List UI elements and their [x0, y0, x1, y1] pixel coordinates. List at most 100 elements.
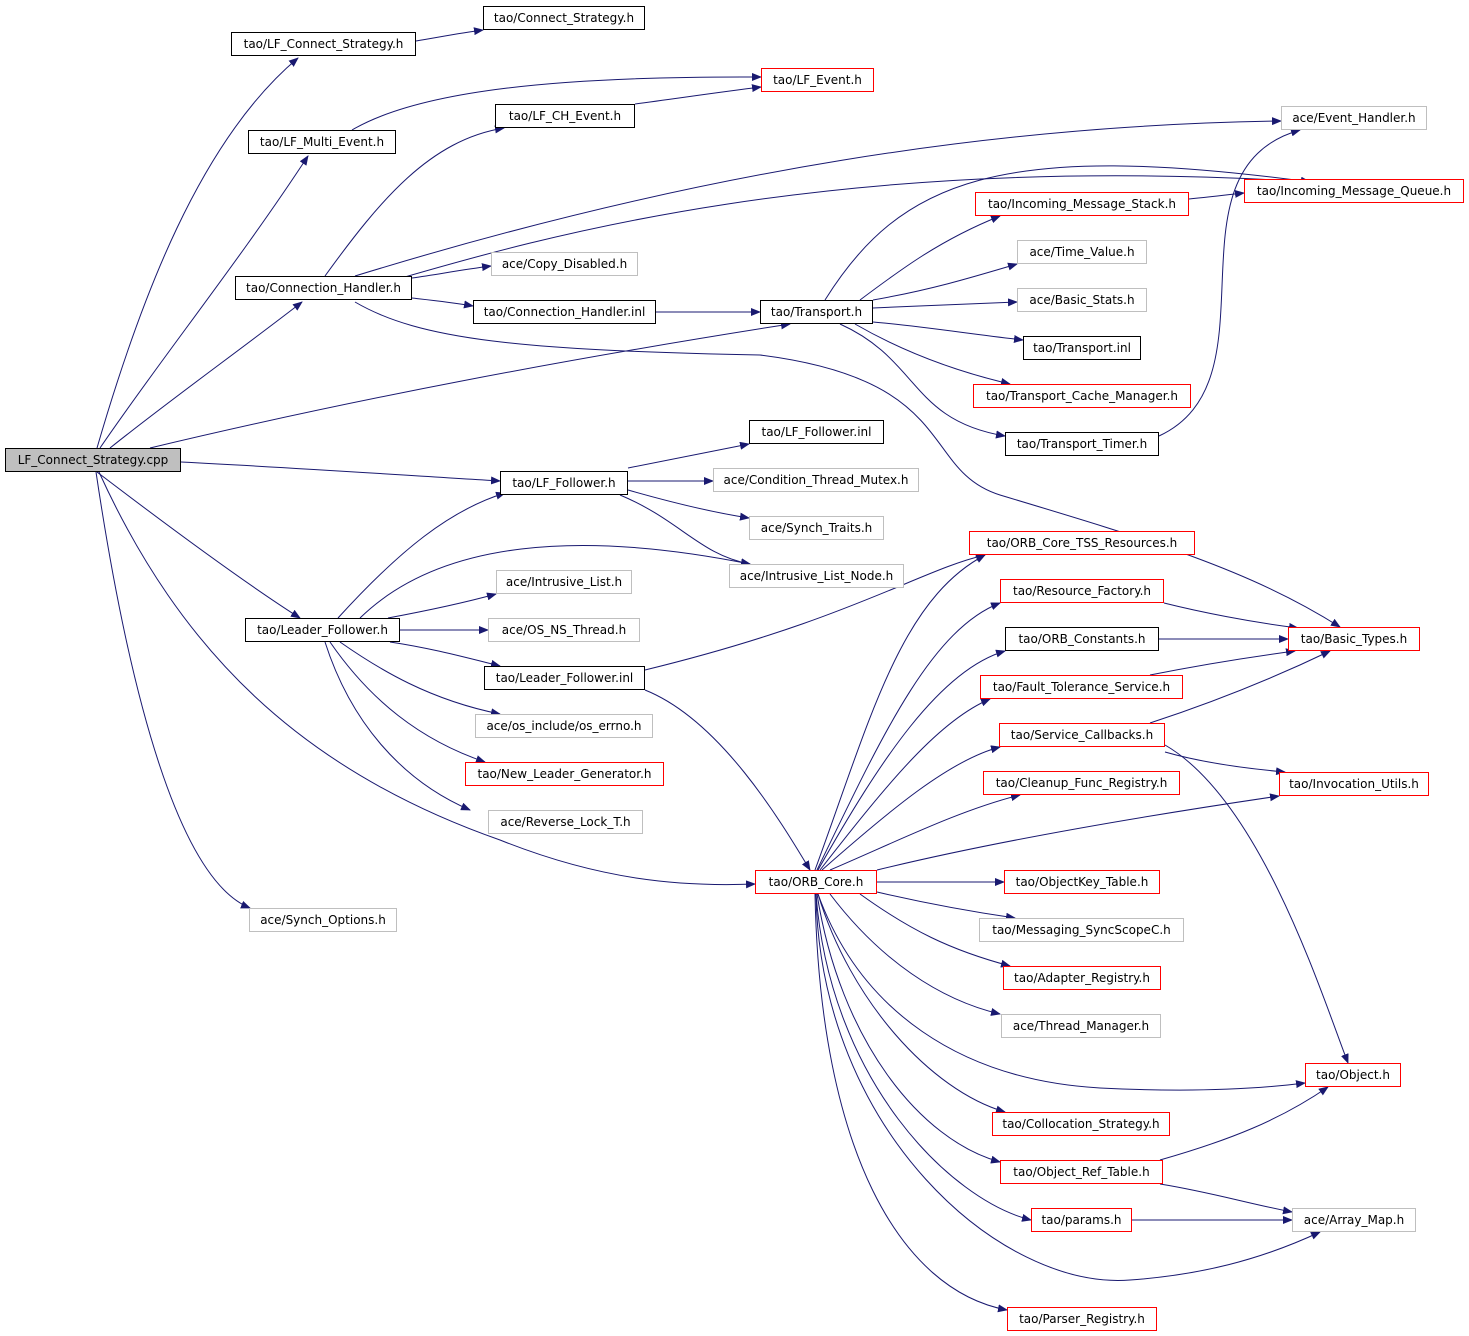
edge-orb-core-to-parser-registry: [814, 893, 1008, 1313]
edge-transport-timer-to-event-handler: [1158, 128, 1301, 437]
node-incoming-message-queue-h[interactable]: tao/Incoming_Message_Queue.h: [1244, 179, 1464, 203]
node-intrusive-list-node-h[interactable]: ace/Intrusive_List_Node.h: [729, 564, 904, 588]
node-lf-connect-strategy-cpp[interactable]: LF_Connect_Strategy.cpp: [5, 448, 181, 472]
edge-orb-core-to-adapter-registry: [859, 893, 1011, 968]
edge-orb-core-to-cleanup-func-registry: [829, 793, 1021, 871]
edge-connection-handler-to-basic-types: [354, 301, 1341, 628]
edge-connection-handler-to-copy-disabled: [411, 263, 492, 279]
node-resource-factory-h[interactable]: tao/Resource_Factory.h: [1000, 579, 1164, 603]
node-cleanup-func-registry-h[interactable]: tao/Cleanup_Func_Registry.h: [983, 771, 1180, 795]
node-lf-multi-event-h[interactable]: tao/LF_Multi_Event.h: [248, 130, 396, 154]
edge-transport-to-time-value: [872, 262, 1018, 301]
node-condition-thread-mutex-h[interactable]: ace/Condition_Thread_Mutex.h: [713, 468, 919, 492]
node-thread-manager-h[interactable]: ace/Thread_Manager.h: [1001, 1014, 1161, 1038]
node-lf-follower-h[interactable]: tao/LF_Follower.h: [500, 471, 628, 495]
node-lf-follower-inl[interactable]: tao/LF_Follower.inl: [749, 420, 884, 444]
edge-lf-multi-event-to-lf-event: [351, 72, 762, 131]
node-objectkey-table-h[interactable]: tao/ObjectKey_Table.h: [1004, 870, 1160, 894]
node-params-h[interactable]: tao/params.h: [1031, 1208, 1132, 1232]
edge-orb-core-to-object-ref-table: [816, 893, 1001, 1164]
edge-transport-to-incoming-message-stack: [859, 215, 1001, 301]
node-leader-follower-h[interactable]: tao/Leader_Follower.h: [245, 618, 400, 642]
edge-orb-core-to-object: [817, 893, 1306, 1091]
node-transport-inl[interactable]: tao/Transport.inl: [1023, 336, 1141, 360]
edge-leader-follower-to-reverse-lock-t: [324, 641, 471, 811]
node-array-map-h[interactable]: ace/Array_Map.h: [1292, 1208, 1416, 1232]
edge-root-to-synch-options: [95, 471, 251, 909]
edge-leader-follower-to-intrusive-list-node: [359, 545, 751, 619]
node-orb-constants-h[interactable]: tao/ORB_Constants.h: [1005, 627, 1159, 651]
node-new-leader-generator-h[interactable]: tao/New_Leader_Generator.h: [465, 762, 664, 786]
edge-lf-ch-event-to-lf-event: [634, 84, 762, 105]
node-intrusive-list-h[interactable]: ace/Intrusive_List.h: [496, 570, 632, 594]
edge-transport-to-transport-timer: [839, 323, 1006, 439]
edge-root-to-connection-handler: [109, 301, 303, 449]
edge-orb-core-to-orb-core-tss-resources: [814, 554, 986, 871]
node-parser-registry-h[interactable]: tao/Parser_Registry.h: [1007, 1307, 1157, 1331]
edge-object-ref-table-to-array-map: [1159, 1183, 1293, 1215]
node-orb-core-h[interactable]: tao/ORB_Core.h: [755, 870, 877, 894]
edge-root-to-leader-follower: [96, 471, 301, 619]
edge-orb-core-to-thread-manager: [829, 893, 1001, 1016]
edge-orb-core-to-messaging-syncscopec: [876, 891, 1016, 921]
node-adapter-registry-h[interactable]: tao/Adapter_Registry.h: [1003, 966, 1161, 990]
node-lf-ch-event-h[interactable]: tao/LF_CH_Event.h: [495, 104, 635, 128]
node-lf-event-h[interactable]: tao/LF_Event.h: [761, 68, 874, 92]
edge-connection-handler-to-incoming-message-queue: [359, 175, 1311, 291]
edge-transport-to-basic-stats: [872, 298, 1018, 309]
node-copy-disabled-h[interactable]: ace/Copy_Disabled.h: [491, 252, 638, 276]
edge-orb-core-to-fault-tolerance-service: [819, 698, 991, 871]
edge-incoming-message-stack-to-incoming-message-queue: [1188, 189, 1245, 200]
edge-transport-to-transport-inl: [872, 321, 1024, 343]
node-synch-options-h[interactable]: ace/Synch_Options.h: [249, 908, 397, 932]
edge-root-to-lf-connect-strategy: [96, 57, 299, 449]
edge-service-callbacks-to-invocation-utils: [1164, 751, 1286, 776]
node-lf-connect-strategy-h[interactable]: tao/LF_Connect_Strategy.h: [231, 32, 416, 56]
node-service-callbacks-h[interactable]: tao/Service_Callbacks.h: [999, 723, 1165, 747]
node-event-handler-h[interactable]: ace/Event_Handler.h: [1281, 106, 1427, 130]
edge-transport-to-incoming-message-queue: [824, 165, 1311, 301]
edge-resource-factory-to-basic-types: [1163, 602, 1299, 631]
node-orb-core-tss-resources-h[interactable]: tao/ORB_Core_TSS_Resources.h: [969, 531, 1195, 555]
node-transport-timer-h[interactable]: tao/Transport_Timer.h: [1005, 432, 1159, 456]
node-os-ns-thread-h[interactable]: ace/OS_NS_Thread.h: [488, 618, 640, 642]
edge-orb-core-to-service-callbacks: [821, 745, 1001, 871]
node-leader-follower-inl[interactable]: tao/Leader_Follower.inl: [484, 666, 645, 690]
edge-service-callbacks-to-basic-types: [1149, 650, 1331, 724]
edge-lf-follower-to-synch-traits: [627, 489, 750, 521]
edge-object-ref-table-to-object: [1159, 1086, 1329, 1161]
node-incoming-message-stack-h[interactable]: tao/Incoming_Message_Stack.h: [975, 192, 1189, 216]
node-connection-handler-inl[interactable]: tao/Connection_Handler.inl: [473, 300, 656, 324]
edge-root-to-lf-multi-event: [99, 155, 309, 449]
edge-orb-core-to-array-map: [815, 893, 1321, 1281]
node-reverse-lock-t-h[interactable]: ace/Reverse_Lock_T.h: [488, 810, 643, 834]
edge-leader-follower-to-new-leader-generator: [329, 641, 486, 763]
node-connect-strategy-h[interactable]: tao/Connect_Strategy.h: [483, 6, 645, 30]
node-basic-stats-h[interactable]: ace/Basic_Stats.h: [1017, 288, 1147, 312]
edge-connection-handler-to-lf-ch-event: [324, 125, 505, 277]
node-synch-traits-h[interactable]: ace/Synch_Traits.h: [749, 516, 884, 540]
edge-leader-follower-to-os-errno: [339, 641, 501, 717]
node-time-value-h[interactable]: ace/Time_Value.h: [1017, 240, 1147, 264]
edge-orb-core-to-params: [815, 893, 1032, 1222]
node-connection-handler-h[interactable]: tao/Connection_Handler.h: [235, 276, 412, 300]
node-fault-tolerance-service-h[interactable]: tao/Fault_Tolerance_Service.h: [980, 675, 1183, 699]
node-collocation-strategy-h[interactable]: tao/Collocation_Strategy.h: [992, 1112, 1170, 1136]
node-messaging-syncscopec-h[interactable]: tao/Messaging_SyncScopeC.h: [979, 918, 1184, 942]
node-invocation-utils-h[interactable]: tao/Invocation_Utils.h: [1279, 772, 1429, 796]
edge-leader-follower-to-intrusive-list: [387, 592, 497, 619]
edge-leader-follower-inl-to-orb-core-tss-resources: [644, 553, 986, 671]
node-transport-h[interactable]: tao/Transport.h: [760, 300, 873, 324]
node-os-errno-h[interactable]: ace/os_include/os_errno.h: [475, 714, 653, 738]
node-object-h[interactable]: tao/Object.h: [1305, 1063, 1401, 1087]
edge-root-to-lf-follower: [180, 461, 501, 485]
edge-orb-core-to-orb-constants: [817, 649, 1006, 871]
edge-transport-to-transport-cache-manager: [854, 323, 1011, 386]
node-object-ref-table-h[interactable]: tao/Object_Ref_Table.h: [1000, 1160, 1163, 1184]
edge-orb-core-to-resource-factory: [816, 602, 1001, 871]
edge-leader-follower-to-leader-follower-inl: [389, 641, 501, 668]
node-transport-cache-manager-h[interactable]: tao/Transport_Cache_Manager.h: [973, 384, 1191, 408]
node-basic-types-h[interactable]: tao/Basic_Types.h: [1288, 627, 1420, 651]
